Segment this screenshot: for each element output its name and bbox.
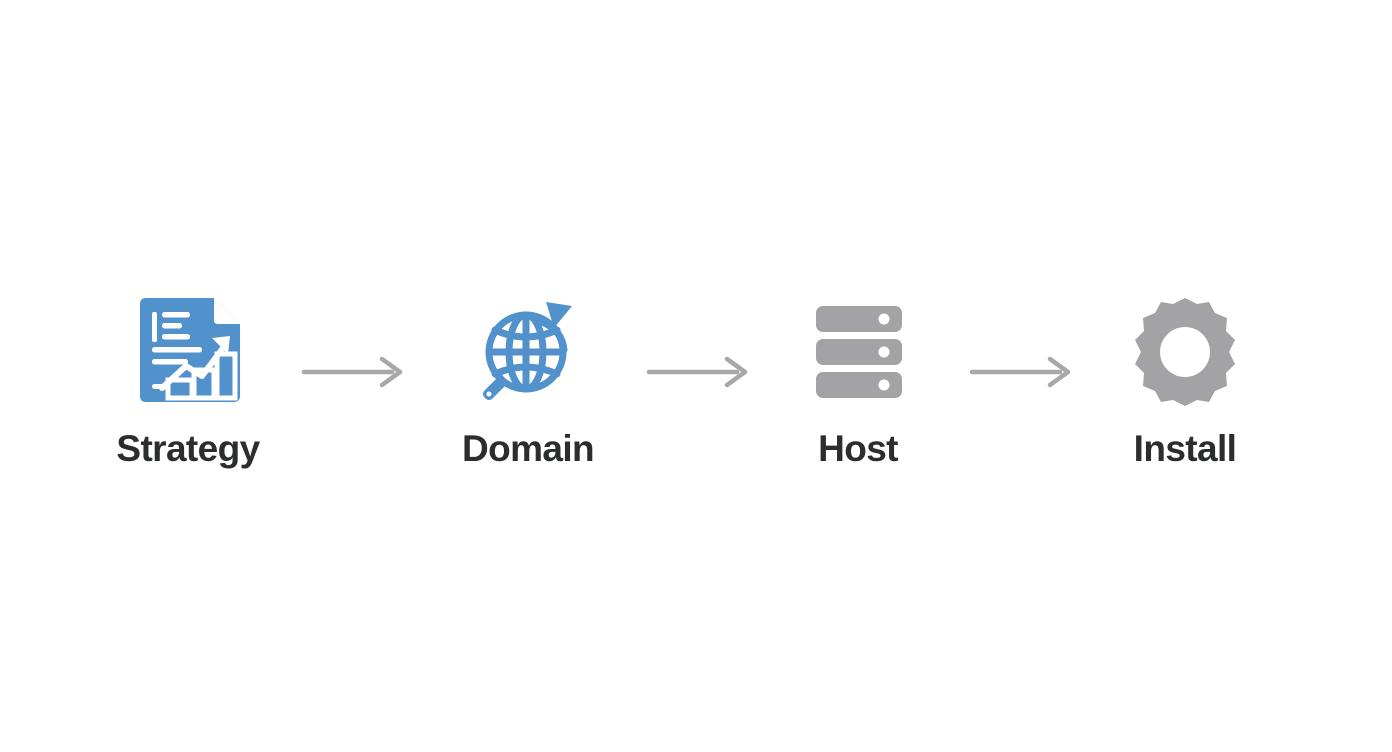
flow-step-domain[interactable]: Domain (428, 296, 628, 496)
strategy-document-chart-icon (128, 296, 248, 408)
arrow-right-icon (968, 352, 1078, 392)
flow-step-host[interactable]: Host (758, 296, 958, 496)
globe-magnifier-arrow-icon (468, 296, 588, 408)
arrow-right-icon (300, 352, 410, 392)
flow-step-label-install: Install (1133, 428, 1237, 469)
flow-step-strategy[interactable]: Strategy (88, 296, 288, 496)
arrow-right-icon (645, 352, 755, 392)
flow-step-label-strategy: Strategy (116, 428, 260, 469)
flow-step-label-domain: Domain (461, 428, 595, 469)
flow-step-label-host: Host (818, 428, 898, 469)
server-rack-icon (798, 296, 918, 408)
gear-icon (1125, 296, 1245, 408)
flow-step-install[interactable]: Install (1085, 296, 1285, 496)
